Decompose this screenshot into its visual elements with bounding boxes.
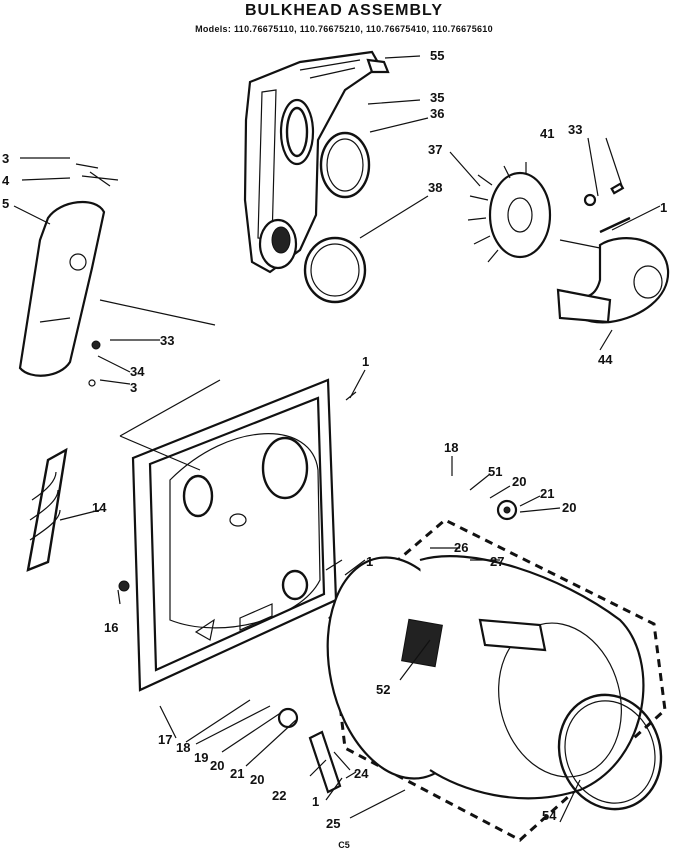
part-20-21-roller (277, 499, 518, 794)
callout-38: 38 (428, 180, 442, 195)
page-title: BULKHEAD ASSEMBLY (244, 2, 444, 19)
callout-4: 4 (2, 173, 10, 188)
callout-26: 26 (454, 540, 468, 555)
callout-17: 17 (158, 732, 172, 747)
models-line: Models: 110.76675110, 110.76675210, 110.… (195, 24, 493, 34)
callout-27: 27 (490, 554, 504, 569)
callout-18-bottom: 18 (176, 740, 190, 755)
callout-55: 55 (430, 48, 444, 63)
callout-20-right: 20 (562, 500, 576, 515)
callout-14: 14 (92, 500, 107, 515)
callout-24: 24 (354, 766, 369, 781)
part-37-blower-wheel (467, 162, 552, 263)
upper-housing (243, 50, 382, 274)
part-5-cover-plate (18, 200, 106, 377)
part-14-heating-element (26, 447, 68, 572)
part-16-grommet (118, 580, 130, 592)
part-55-bracket (366, 58, 390, 74)
callout-18-top: 18 (444, 440, 458, 455)
callout-5: 5 (2, 196, 9, 211)
callout-51: 51 (488, 464, 502, 479)
callout-1-side: 1 (366, 554, 373, 569)
footer-code: C5 (338, 840, 350, 850)
callout-41: 41 (540, 126, 554, 141)
callout-20-bottom-b: 20 (250, 772, 264, 787)
callout-44: 44 (598, 352, 613, 367)
part-38-seal-ring (303, 236, 367, 304)
callout-20-bottom-a: 20 (210, 758, 224, 773)
callout-33-top: 33 (568, 122, 582, 137)
callout-21-top: 21 (540, 486, 554, 501)
callout-19: 19 (194, 750, 208, 765)
callout-37: 37 (428, 142, 442, 157)
callout-1-top: 1 (660, 200, 667, 215)
callout-54: 54 (542, 808, 557, 823)
callout-52: 52 (376, 682, 390, 697)
callout-16: 16 (104, 620, 118, 635)
callout-labels: 55 35 36 37 38 41 33 1 44 3 4 5 33 34 3 … (2, 48, 667, 831)
callout-20-top: 20 (512, 474, 526, 489)
leader-lines (13, 55, 661, 823)
callout-21-bottom: 21 (230, 766, 244, 781)
callout-35: 35 (430, 90, 444, 105)
callout-3-bottom: 3 (130, 380, 137, 395)
callout-34: 34 (130, 364, 145, 379)
front-bulkhead-panel (131, 378, 338, 692)
callout-33-left: 33 (160, 333, 174, 348)
callout-36: 36 (430, 106, 444, 121)
callout-22: 22 (272, 788, 286, 803)
part-52-vent (401, 618, 443, 668)
part-54-felt-seal (557, 693, 663, 811)
part-44-blower-housing (556, 237, 670, 324)
callout-3-top: 3 (2, 151, 9, 166)
callout-25: 25 (326, 816, 340, 831)
callout-1-bottom: 1 (312, 794, 319, 809)
part-36-seal-ring (319, 131, 371, 199)
callout-1-panel: 1 (362, 354, 369, 369)
part-3-4-screws (75, 163, 119, 387)
drum-assembly (326, 518, 667, 842)
